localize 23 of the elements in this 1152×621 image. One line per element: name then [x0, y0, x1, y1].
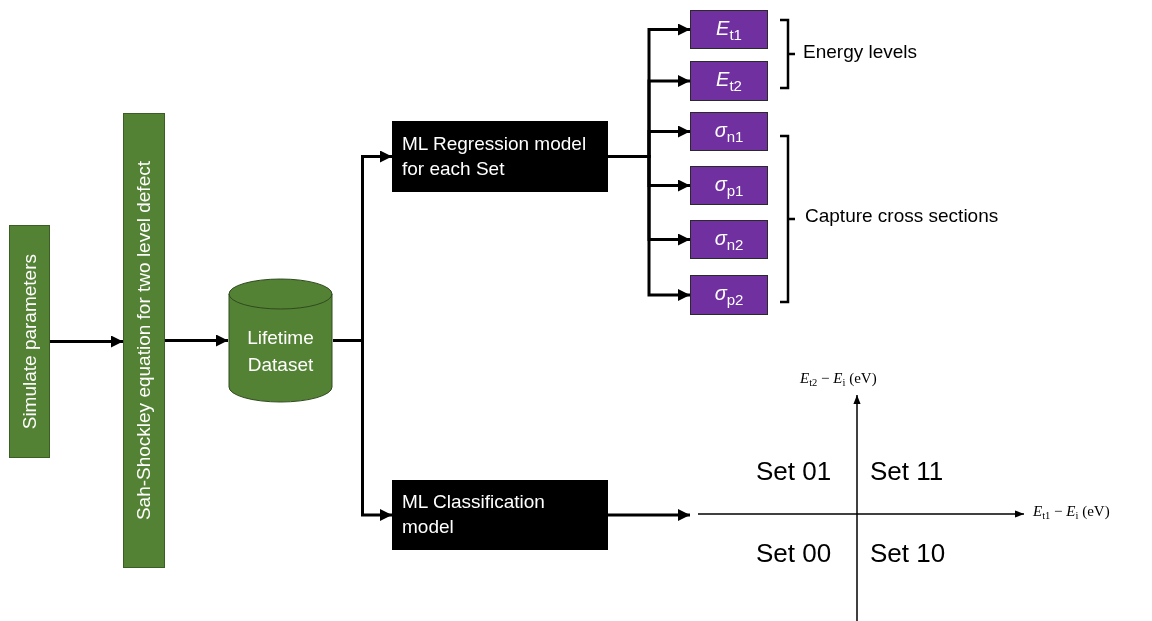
quadrant-label: Set 11 [870, 456, 944, 487]
quadrant-label: Set 00 [756, 538, 832, 569]
model-box: ML Classification model [392, 480, 608, 550]
quadrant-label: Set 01 [756, 456, 832, 487]
parameter-box: σ$_{p1}$ [690, 166, 768, 205]
axis-label: E$_{t1}$ − E$_{i}$ (eV) [1033, 503, 1110, 521]
parameter-box: σ$_{n2}$ [690, 220, 768, 259]
model-box: ML Regression model for each Set [392, 121, 608, 192]
arrow [165, 334, 228, 347]
arrow [50, 335, 123, 348]
bracket-label: Capture cross sections [805, 205, 999, 227]
process-box: Simulate parameters [9, 225, 50, 458]
parameter-box: σ$_{n1}$ [690, 112, 768, 151]
axis-label: E$_{t2}$ − E$_{i}$ (eV) [800, 370, 877, 388]
parameter-box: E$_{t1}$ [690, 10, 768, 49]
parameter-box: E$_{t2}$ [690, 61, 768, 101]
process-box: Sah-Shockley equation for two level defect [123, 113, 165, 568]
quadrant-label: Set 10 [870, 538, 946, 569]
bracket-label: Energy levels [803, 41, 918, 63]
arrow [608, 509, 690, 521]
parameter-box: σ$_{p2}$ [690, 275, 768, 315]
arrow [333, 339, 392, 521]
database-cylinder: Lifetime Dataset [228, 278, 333, 403]
